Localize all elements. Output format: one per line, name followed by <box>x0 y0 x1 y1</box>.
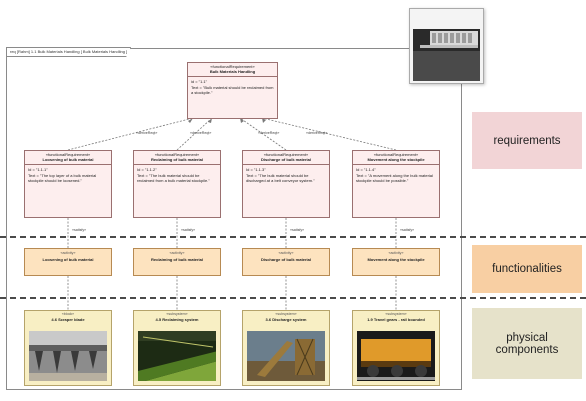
requirement-stereotype: «functionalRequirement» <box>263 152 309 157</box>
derive-label-1: «deriveReqt» <box>136 131 158 135</box>
component-travel-gears[interactable]: «subsystem» 1.9 Travel gears - rail boun… <box>352 310 440 386</box>
discharge-system-photo <box>247 331 325 381</box>
component-scraper-blade[interactable]: «block» 4.6 Scraper blade <box>24 310 112 386</box>
derive-label-2: «deriveReqt» <box>190 131 212 135</box>
satisfy-label-1: «satisfy» <box>72 228 87 232</box>
requirement-title: Reclaiming of bulk material <box>150 157 203 163</box>
derive-label-3: «deriveReqt» <box>258 131 280 135</box>
requirement-id: Id = "1.1.2" <box>137 167 157 173</box>
scraper-blade-photo <box>29 331 107 381</box>
requirement-loosening[interactable]: «functionalRequirement» Loosening of bul… <box>24 150 112 218</box>
function-loosening[interactable]: «activity» Loosening of bulk material <box>24 248 112 276</box>
component-reclaiming-system[interactable]: «subsystem» 4.5 Reclaiming system <box>133 310 221 386</box>
function-movement[interactable]: «activity» Movement along the stockpile <box>352 248 440 276</box>
component-stereotype: «subsystem» <box>385 312 407 316</box>
requirement-id: Id = "1.1.1" <box>28 167 48 173</box>
requirement-id: id = "1.1" <box>191 79 208 85</box>
requirement-title: Bulk Materials Handling <box>209 69 256 75</box>
requirement-id: Id = "1.1.4" <box>356 167 376 173</box>
component-name: 4.5 Reclaiming system <box>155 317 199 323</box>
requirement-text: Text = "The bulk material should be disc… <box>246 172 315 183</box>
component-name: 4.6 Scraper blade <box>51 317 85 323</box>
legend-requirements: requirements <box>472 112 582 169</box>
requirement-bulk-materials-handling[interactable]: «functionalRequirement» Bulk Materials H… <box>187 62 278 119</box>
requirement-title: Loosening of bulk material <box>42 157 94 163</box>
requirement-title: Discharge of bulk material <box>260 157 311 163</box>
separator-functions-components <box>0 297 586 299</box>
requirement-text: Text = "The top layer of a bulk material… <box>28 172 97 183</box>
travel-gears-photo <box>357 331 435 381</box>
reclaimer-photo <box>409 8 484 84</box>
requirement-discharge[interactable]: «functionalRequirement» Discharge of bul… <box>242 150 330 218</box>
function-discharge[interactable]: «activity» Discharge of bulk material <box>242 248 330 276</box>
function-name: Discharge of bulk material <box>260 257 311 263</box>
component-discharge-system[interactable]: «subsystem» 3.6 Discharge system <box>242 310 330 386</box>
requirement-stereotype: «functionalRequirement» <box>210 64 255 69</box>
satisfy-label-3: «satisfy» <box>290 228 305 232</box>
requirement-movement[interactable]: «functionalRequirement» Movement along t… <box>352 150 440 218</box>
requirement-text: Text = "Bulk material should be reclaime… <box>191 84 274 95</box>
requirement-text: Text = "The bulk material should be recl… <box>137 172 210 183</box>
requirement-stereotype: «functionalRequirement» <box>45 152 91 157</box>
satisfy-label-4: «satisfy» <box>400 228 415 232</box>
requirement-id: Id = "1.1.3" <box>246 167 266 173</box>
component-name: 1.9 Travel gears - rail bounded <box>367 317 425 323</box>
component-stereotype: «block» <box>61 312 75 316</box>
function-name: Movement along the stockpile <box>367 257 425 263</box>
requirement-reclaiming[interactable]: «functionalRequirement» Reclaiming of bu… <box>133 150 221 218</box>
legend-physical-components: physical components <box>472 308 582 379</box>
legend-functionalities: functionalities <box>472 245 582 293</box>
function-stereotype: «activity» <box>169 251 185 255</box>
component-name: 3.6 Discharge system <box>265 317 307 323</box>
function-reclaiming[interactable]: «activity» Reclaiming of bulk material <box>133 248 221 276</box>
component-stereotype: «subsystem» <box>166 312 188 316</box>
function-stereotype: «activity» <box>278 251 294 255</box>
derive-label-4: «deriveReqt» <box>306 131 328 135</box>
function-name: Reclaiming of bulk material <box>150 257 203 263</box>
component-stereotype: «subsystem» <box>275 312 297 316</box>
requirement-title: Movement along the stockpile <box>367 157 425 163</box>
requirement-text: Text = "A movement along the bulk materi… <box>356 172 433 183</box>
function-stereotype: «activity» <box>388 251 404 255</box>
reclaiming-system-photo <box>138 331 216 381</box>
requirement-stereotype: «functionalRequirement» <box>373 152 419 157</box>
satisfy-label-2: «satisfy» <box>181 228 196 232</box>
function-name: Loosening of bulk material <box>42 257 94 263</box>
function-stereotype: «activity» <box>60 251 76 255</box>
requirement-stereotype: «functionalRequirement» <box>154 152 200 157</box>
reclaimer-photo-image <box>410 9 483 83</box>
separator-requirements-functions <box>0 236 586 238</box>
